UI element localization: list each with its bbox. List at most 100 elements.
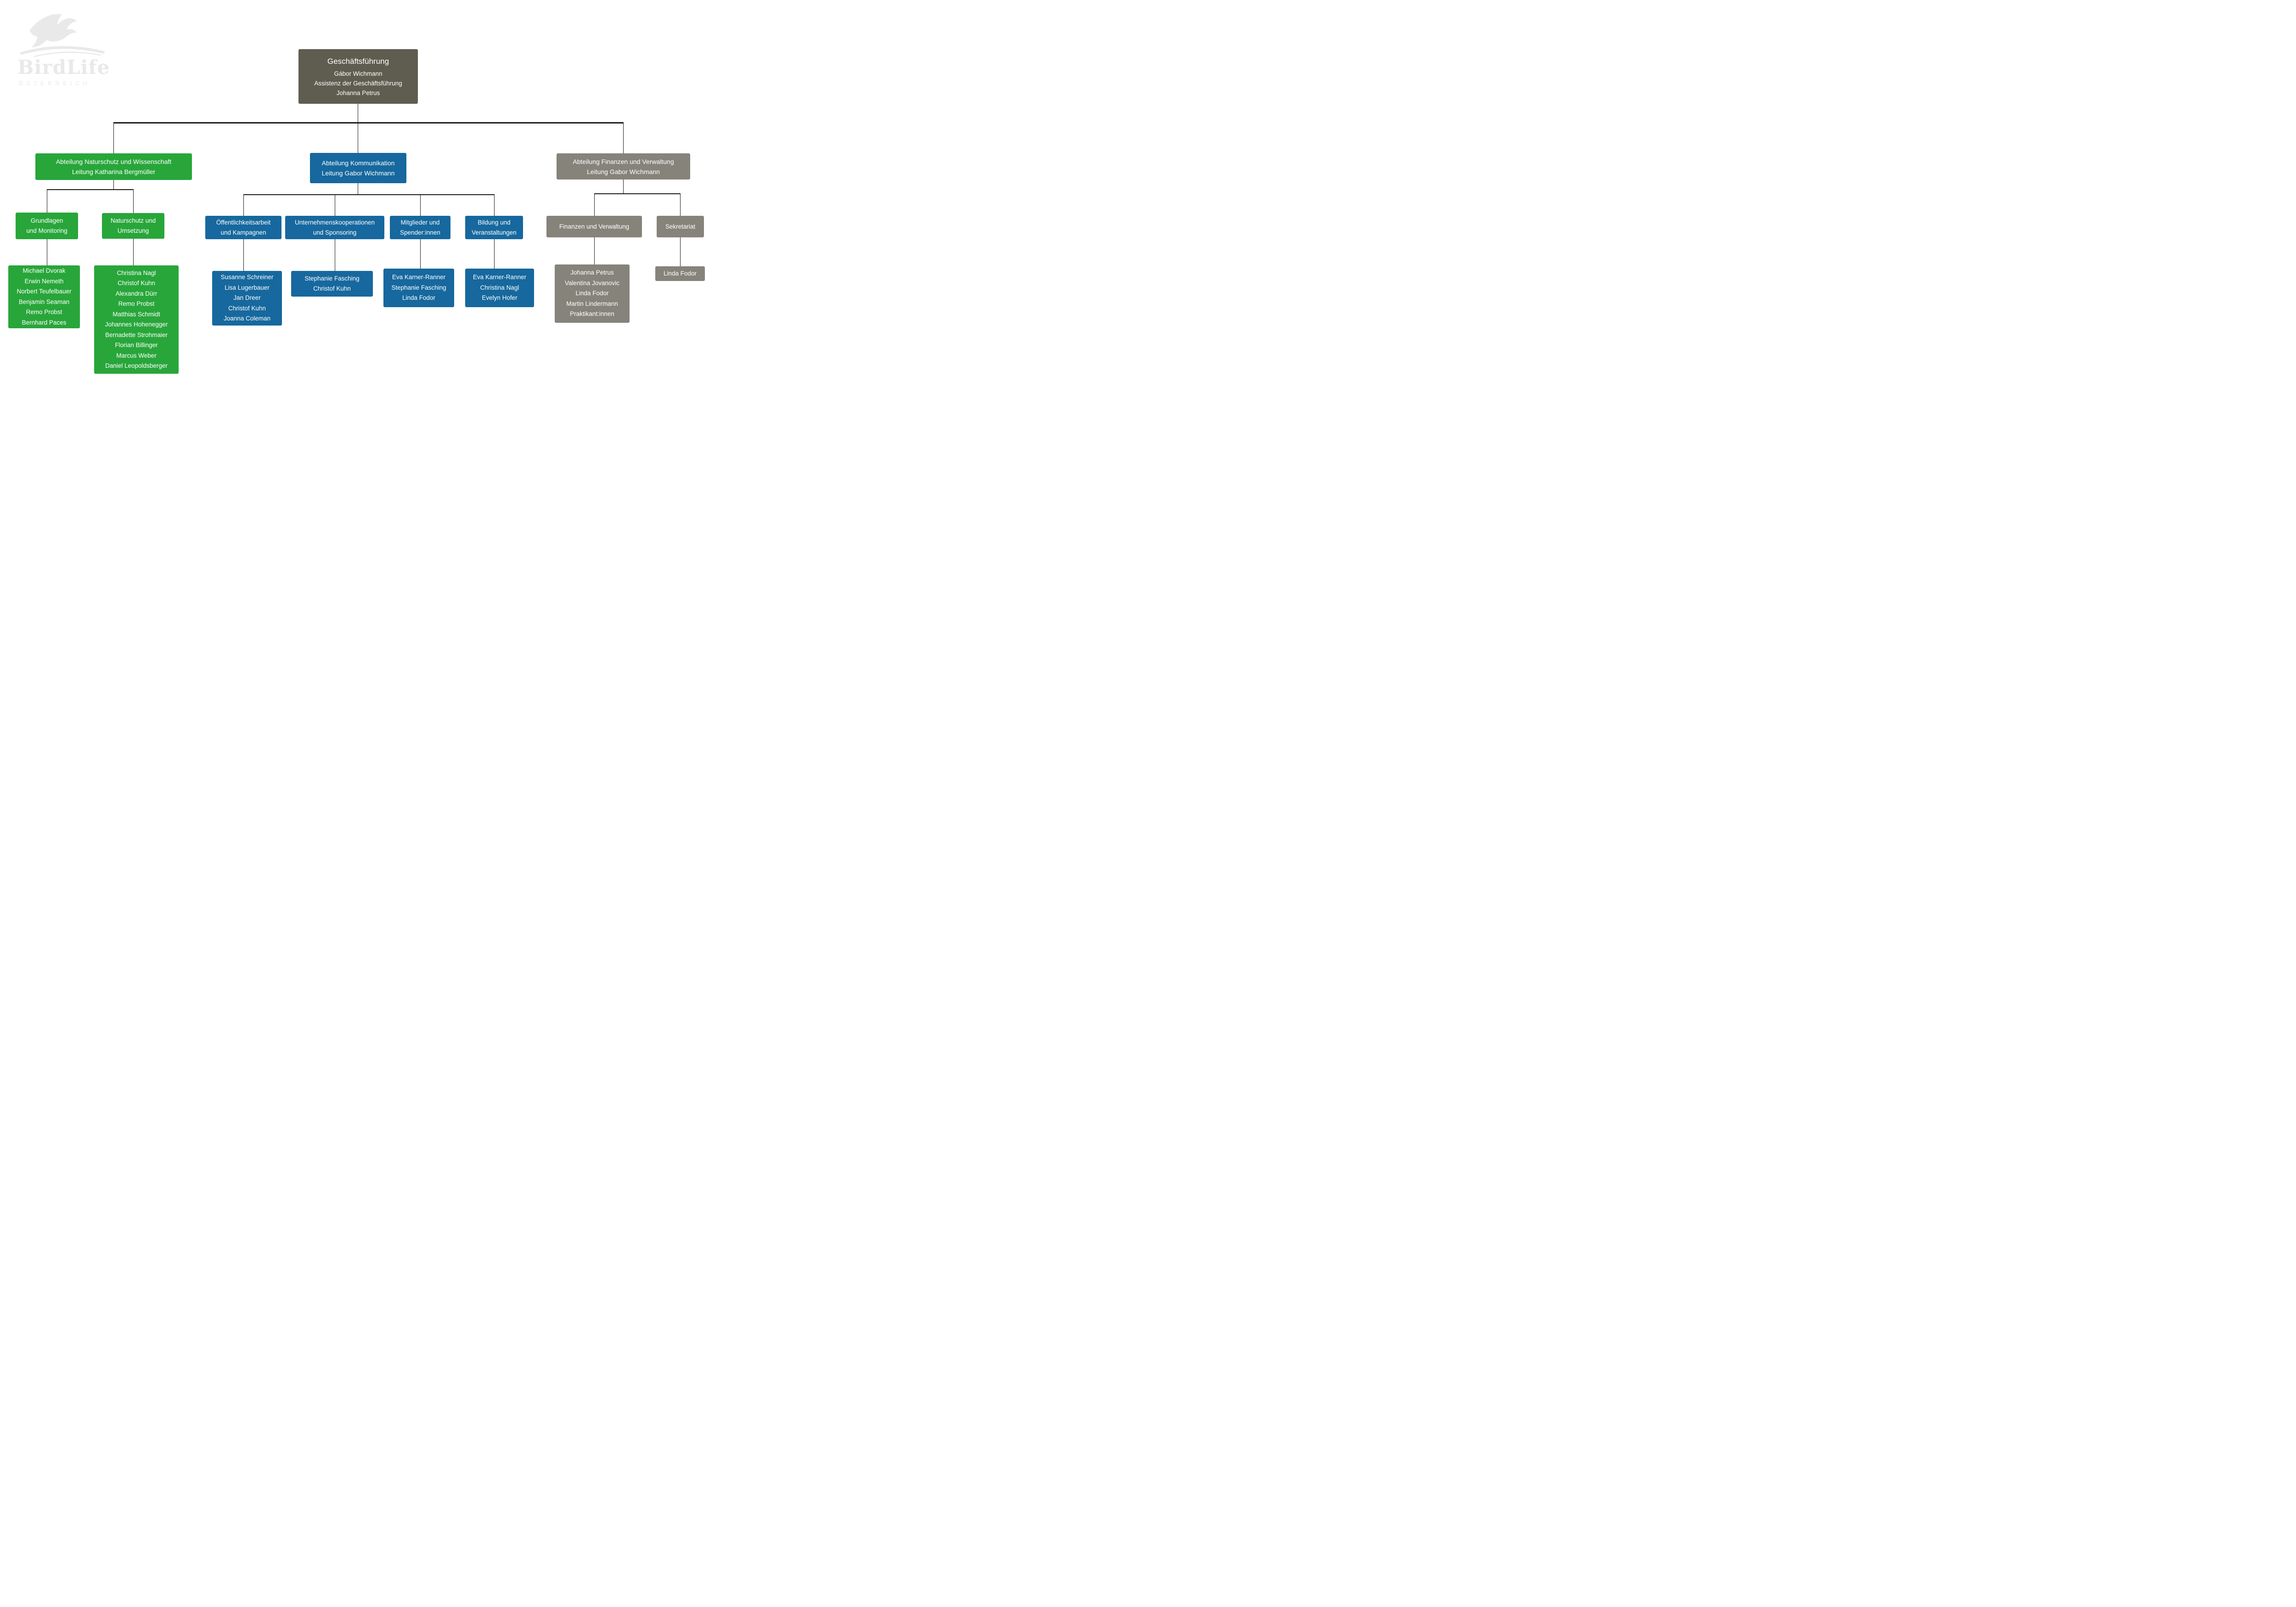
node-grundlagen-monitoring: Grundlagen und Monitoring (16, 213, 78, 239)
staff-name: Linda Fodor (663, 270, 697, 277)
node-abteilung-finanzen-verwaltung: Abteilung Finanzen und Verwaltung Leitun… (557, 153, 690, 180)
connector-finance-stem (623, 180, 624, 193)
connector-drop-naturschutz (133, 189, 134, 213)
staff-list-naturschutz: Christina Nagl Christof Kuhn Alexandra D… (94, 265, 179, 374)
staff-name: Bernhard Paces (22, 319, 67, 326)
staff-list-mitglieder: Eva Karner-Ranner Stephanie Fasching Lin… (383, 269, 454, 307)
connector-finance-bus (594, 193, 681, 194)
staff-name: Evelyn Hofer (482, 294, 518, 302)
staff-list-oeffentlichkeit: Susanne Schreiner Lisa Lugerbauer Jan Dr… (212, 271, 282, 326)
connector-staff-bildung (494, 239, 495, 269)
connector-drop-science (113, 122, 114, 153)
staff-name: Lisa Lugerbauer (225, 284, 270, 291)
node-finanzen-verwaltung: Finanzen und Verwaltung (546, 216, 642, 237)
staff-name: Christof Kuhn (228, 304, 266, 312)
unit-title-line: Mitglieder und (400, 219, 440, 226)
staff-list-kooperationen: Stephanie Fasching Christof Kuhn (291, 271, 373, 297)
connector-staff-sekretariat (680, 237, 681, 266)
birdlife-logo: BirdLife ÖSTERREICH (17, 11, 110, 89)
staff-name: Alexandra Dürr (115, 290, 158, 297)
staff-name: Johannes Hohenegger (105, 321, 168, 328)
dept-title: Abteilung Naturschutz und Wissenschaft (56, 158, 172, 165)
unit-title-line: und Sponsoring (313, 229, 357, 236)
node-mitglieder-spender: Mitglieder und Spender:innen (390, 216, 450, 239)
connector-drop-sekretariat (680, 193, 681, 216)
connector-staff-finanzen (594, 237, 595, 264)
staff-name: Eva Karner-Ranner (473, 274, 527, 281)
staff-name: Christof Kuhn (118, 280, 155, 287)
connector-science-bus (47, 189, 134, 190)
staff-name: Stephanie Fasching (304, 275, 360, 282)
connector-communication-bus (243, 194, 495, 195)
staff-name: Norbert Teufelbauer (17, 288, 72, 295)
staff-name: Erwin Nemeth (24, 277, 64, 285)
dept-leader: Leitung Gabor Wichmann (587, 168, 660, 175)
staff-name: Christina Nagl (480, 284, 519, 291)
connector-drop-finance (623, 122, 624, 153)
staff-name: Linda Fodor (575, 290, 609, 297)
unit-title-line: Bildung und (478, 219, 511, 226)
unit-title-line: und Monitoring (26, 227, 68, 234)
unit-title-line: und Kampagnen (220, 229, 266, 236)
staff-name: Remo Probst (118, 300, 155, 307)
root-title: Geschäftsführung (327, 56, 389, 66)
unit-title-line: Umsetzung (117, 227, 149, 234)
connector-staff-naturschutz (133, 239, 134, 265)
staff-name: Marcus Weber (116, 352, 157, 359)
staff-name: Valentina Jovanovic (564, 279, 620, 287)
bird-icon (30, 14, 77, 47)
connector-drop-mitglieder (420, 194, 421, 216)
staff-name: Daniel Leopoldsberger (105, 362, 168, 369)
staff-name: Benjamin Seaman (18, 298, 70, 305)
staff-name: Stephanie Fasching (391, 284, 446, 291)
staff-name: Christof Kuhn (313, 285, 351, 292)
staff-name: Martin Lindermann (566, 300, 618, 307)
staff-name: Florian Billinger (115, 342, 158, 348)
connector-staff-mitglieder (420, 239, 421, 269)
staff-list-sekretariat: Linda Fodor (655, 266, 705, 281)
logo-country-text: ÖSTERREICH (18, 80, 90, 87)
dept-title: Abteilung Finanzen und Verwaltung (573, 157, 674, 165)
connector-drop-bildung (494, 194, 495, 216)
staff-list-grundlagen: Michael Dvorak Erwin Nemeth Norbert Teuf… (8, 265, 80, 328)
unit-title-line: Spender:innen (400, 229, 440, 236)
staff-name: Eva Karner-Ranner (392, 274, 446, 281)
staff-name: Linda Fodor (402, 294, 436, 302)
connector-science-stem (113, 180, 114, 189)
swoosh-icon (20, 46, 105, 55)
staff-name: Susanne Schreiner (220, 274, 274, 281)
staff-name: Christina Nagl (117, 269, 156, 276)
staff-name: Johanna Petrus (570, 269, 614, 276)
staff-name: Matthias Schmidt (113, 310, 160, 318)
root-assistant-role: Assistenz der Geschäftsführung (314, 79, 402, 87)
unit-title-line: Veranstaltungen (472, 229, 517, 236)
staff-list-bildung: Eva Karner-Ranner Christina Nagl Evelyn … (465, 269, 534, 307)
staff-name: Praktikant:innen (570, 310, 614, 318)
root-leader-name: Gábor Wichmann (334, 70, 383, 77)
staff-name: Bernadette Strohmaier (105, 331, 168, 338)
unit-title-line: Grundlagen (30, 217, 63, 224)
node-unternehmenskooperationen-sponsoring: Unternehmenskooperationen und Sponsoring (285, 216, 384, 239)
staff-name: Jan Dreer (233, 294, 261, 302)
node-bildung-veranstaltungen: Bildung und Veranstaltungen (465, 216, 523, 239)
node-naturschutz-umsetzung: Naturschutz und Umsetzung (102, 213, 164, 239)
unit-title-line: Öffentlichkeitsarbeit (216, 219, 271, 226)
staff-name: Remo Probst (26, 309, 62, 315)
connector-drop-oeffentlichkeit (243, 194, 244, 216)
bird-and-swoosh-icon (20, 14, 105, 57)
staff-name: Joanna Coleman (223, 315, 271, 322)
logo-brand-text: BirdLife (17, 56, 110, 79)
connector-level1-bus (113, 122, 624, 124)
connector-staff-oeffentlichkeit (243, 239, 244, 271)
connector-drop-finanzen (594, 193, 595, 216)
unit-title-line: Naturschutz und (110, 217, 156, 224)
unit-title-line: Finanzen und Verwaltung (559, 223, 630, 230)
node-abteilung-kommunikation: Abteilung Kommunikation Leitung Gabor Wi… (310, 153, 406, 183)
unit-title-line: Sekretariat (665, 223, 696, 230)
swoosh-echo-icon (34, 51, 101, 57)
staff-list-finanzen: Johanna Petrus Valentina Jovanovic Linda… (555, 264, 630, 323)
unit-title-line: Unternehmenskooperationen (294, 219, 375, 226)
node-sekretariat: Sekretariat (657, 216, 704, 237)
staff-name: Michael Dvorak (23, 267, 66, 274)
node-geschaeftsfuehrung: Geschäftsführung Gábor Wichmann Assisten… (298, 49, 418, 104)
